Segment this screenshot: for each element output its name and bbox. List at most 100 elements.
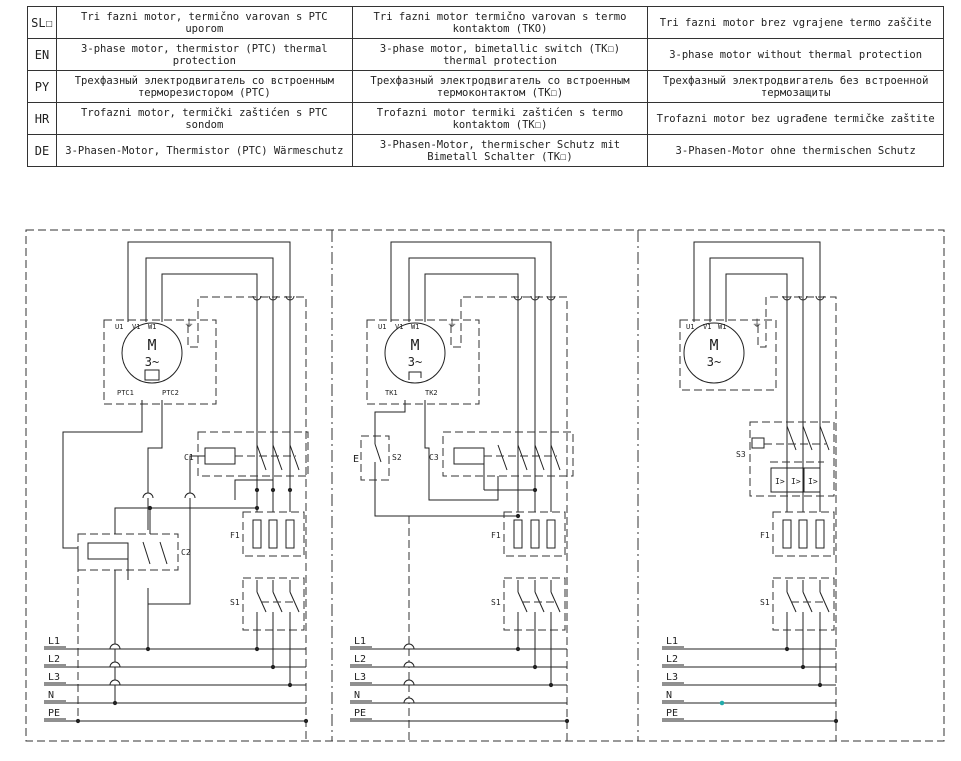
wire — [725, 273, 788, 322]
contactor-contact — [289, 444, 300, 471]
terminal-1: U1 — [378, 323, 386, 331]
switch-label: S1 — [491, 598, 501, 607]
bus-label-l2: L2 — [666, 654, 678, 665]
breaker-contact — [819, 425, 830, 451]
wire — [709, 257, 804, 322]
language-code: HR — [27, 102, 57, 135]
breaker-enclosure — [749, 421, 835, 497]
tk-description: Trofazni motor termiki zaštićen s termo … — [351, 102, 649, 135]
wire-crossover — [109, 661, 121, 668]
ptc-description: 3-Phasen-Motor, Thermistor (PTC) Wärmesc… — [56, 134, 353, 167]
ptc-sensor — [144, 369, 160, 381]
breaker-contact — [786, 425, 797, 451]
fuse — [530, 519, 540, 549]
terminal-3: W1 — [148, 323, 156, 331]
bus-label-n: N — [354, 690, 360, 701]
trip-symbol: I> — [791, 477, 801, 486]
wire-crossover — [403, 643, 415, 650]
terminal-2: V1 — [132, 323, 140, 331]
no-protection-description: Трехфазный электродвигатель без встроенн… — [647, 70, 944, 103]
tk2-label: TK2 — [425, 389, 438, 397]
s2-pushbutton-symbol: E — [353, 454, 359, 465]
terminal-2: V1 — [703, 323, 711, 331]
terminal-1: U1 — [115, 323, 123, 331]
wire — [424, 273, 519, 322]
relay-coil — [87, 542, 129, 560]
bus-label-l1: L1 — [666, 636, 678, 647]
ground-symbol: ⏚ — [184, 318, 194, 330]
relay-label: C2 — [181, 548, 191, 557]
wire — [114, 507, 257, 534]
breaker-label: S3 — [736, 450, 746, 459]
switch-contact — [819, 591, 830, 613]
switch-enclosure — [242, 577, 305, 631]
fuse — [252, 519, 262, 549]
wire — [408, 257, 536, 322]
language-code: DE — [27, 134, 57, 167]
outer-frame — [25, 229, 945, 742]
bus-label-l3: L3 — [354, 672, 366, 683]
motor-circle — [683, 322, 745, 384]
ptc-description: 3-phase motor, thermistor (PTC) thermal … — [56, 38, 353, 71]
ptc2-label: PTC2 — [162, 389, 179, 397]
junction-dot — [254, 487, 260, 493]
bus-label-pe: PE — [666, 708, 678, 719]
fuse — [798, 519, 808, 549]
tk-description: 3-phase motor, bimetallic switch (TK☐) t… — [351, 38, 649, 71]
contactor-contact — [534, 444, 545, 471]
motor-symbol: M — [147, 336, 156, 354]
junction-dot — [287, 487, 293, 493]
bus-label-pe: PE — [48, 708, 60, 719]
contactor-contact — [497, 444, 508, 471]
ptc1-label: PTC1 — [117, 389, 134, 397]
bus-label-n: N — [48, 690, 54, 701]
junction-dot — [303, 718, 309, 724]
motor-enclosure — [103, 319, 217, 405]
fuse-enclosure — [772, 511, 835, 557]
wire — [145, 257, 274, 322]
pe-wire — [450, 296, 568, 741]
s2-contact — [374, 443, 382, 463]
motor-phase: 3~ — [707, 355, 721, 369]
wire — [147, 400, 163, 530]
terminal-1: U1 — [686, 323, 694, 331]
bus-label-l1: L1 — [48, 636, 60, 647]
bus-label-pe: PE — [354, 708, 366, 719]
wire — [374, 512, 518, 517]
wire-crossover — [109, 643, 121, 650]
fuse — [513, 519, 523, 549]
junction-dot — [147, 505, 153, 511]
bus-label-l3: L3 — [48, 672, 60, 683]
tk-description: 3-Phasen-Motor, thermischer Schutz mit B… — [351, 134, 649, 167]
wire-crossover — [403, 661, 415, 668]
fuse-label: F1 — [230, 531, 240, 540]
contactor-coil — [204, 447, 236, 465]
contactor-label: C1 — [184, 453, 194, 462]
tk1-label: TK1 — [385, 389, 398, 397]
contactor-label: C3 — [429, 453, 439, 462]
tk-description: Трехфазный электродвигатель со встроенны… — [351, 70, 649, 103]
contactor-contact — [517, 444, 528, 471]
bus-label-l2: L2 — [354, 654, 366, 665]
junction-dot — [254, 505, 260, 511]
bus-end-marker — [719, 700, 725, 706]
ground-symbol: ⏚ — [447, 318, 457, 330]
bus-label-l3: L3 — [666, 672, 678, 683]
fuse-enclosure — [242, 511, 305, 557]
ground-symbol: ⏚ — [752, 318, 762, 330]
bus-label-l1: L1 — [354, 636, 366, 647]
wire — [424, 400, 499, 501]
wire — [127, 241, 291, 322]
breaker-handle — [751, 437, 765, 449]
fuse-label: F1 — [760, 531, 770, 540]
motor-phase: 3~ — [145, 355, 159, 369]
switch-contact — [550, 591, 561, 613]
language-code: SL☐ — [27, 6, 57, 39]
no-protection-description: Trofazni motor bez ugrađene termičke zaš… — [647, 102, 944, 135]
